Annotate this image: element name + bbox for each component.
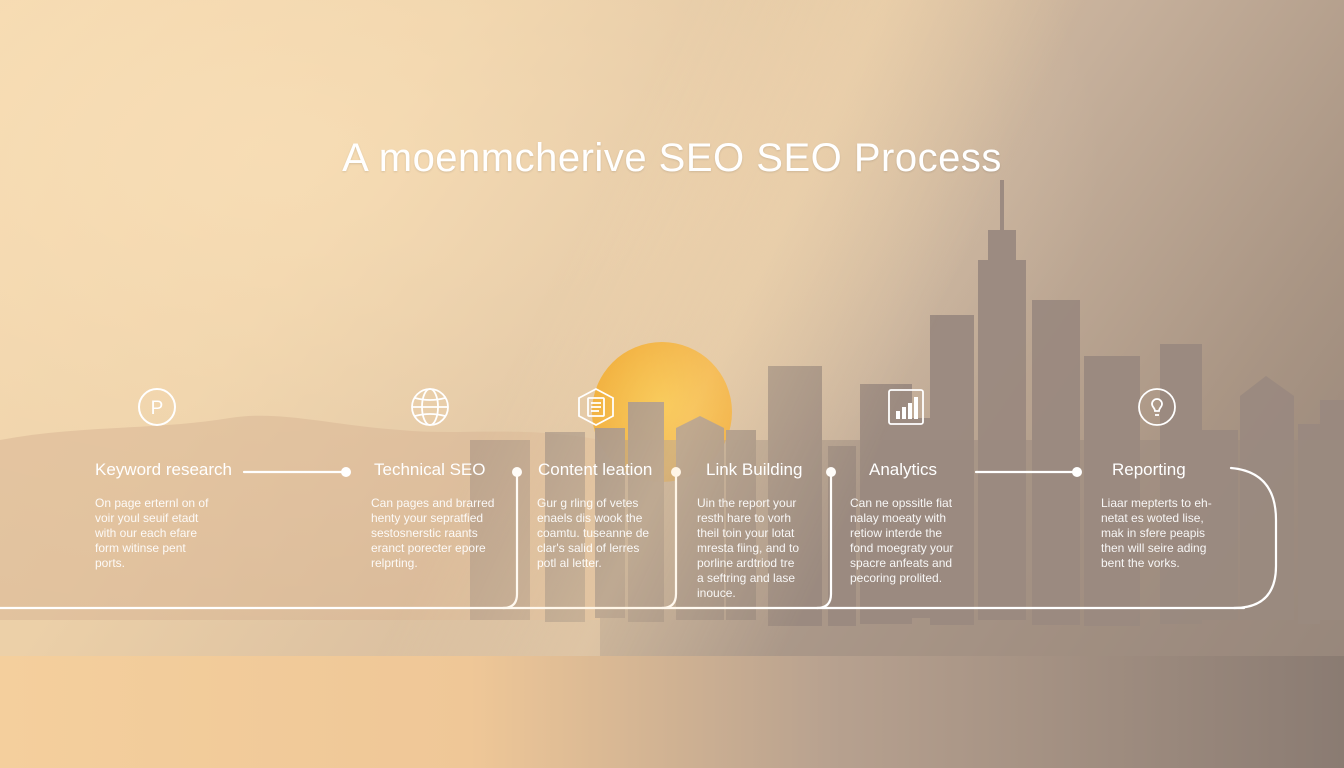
process-connectors	[0, 466, 1278, 610]
bar-chart-icon	[886, 387, 926, 427]
step-title-content: Content leation	[538, 460, 653, 479]
bulb-icon	[1137, 387, 1177, 427]
diagram-title: A moenmcherive SEO SEO Process	[342, 136, 1002, 180]
step-title-keyword-research: Keyword research	[95, 460, 233, 479]
step-title-link-building: Link Building	[706, 460, 803, 479]
document-icon	[576, 387, 616, 427]
step-title-reporting: Reporting	[1112, 460, 1186, 479]
globe-icon	[410, 387, 450, 427]
connector-nodes	[341, 467, 1082, 477]
step-title-technical-seo: Technical SEO	[374, 460, 486, 479]
p-circle-icon: P	[137, 387, 177, 427]
foreground-floor	[0, 656, 1344, 768]
distant-hills	[0, 415, 600, 620]
svg-text:P: P	[151, 398, 164, 419]
skyline-base	[600, 440, 1344, 660]
step-title-analytics: Analytics	[869, 460, 938, 479]
step-desc-reporting: Liaar mepterts to eh-netat es woted lise…	[1101, 496, 1212, 570]
